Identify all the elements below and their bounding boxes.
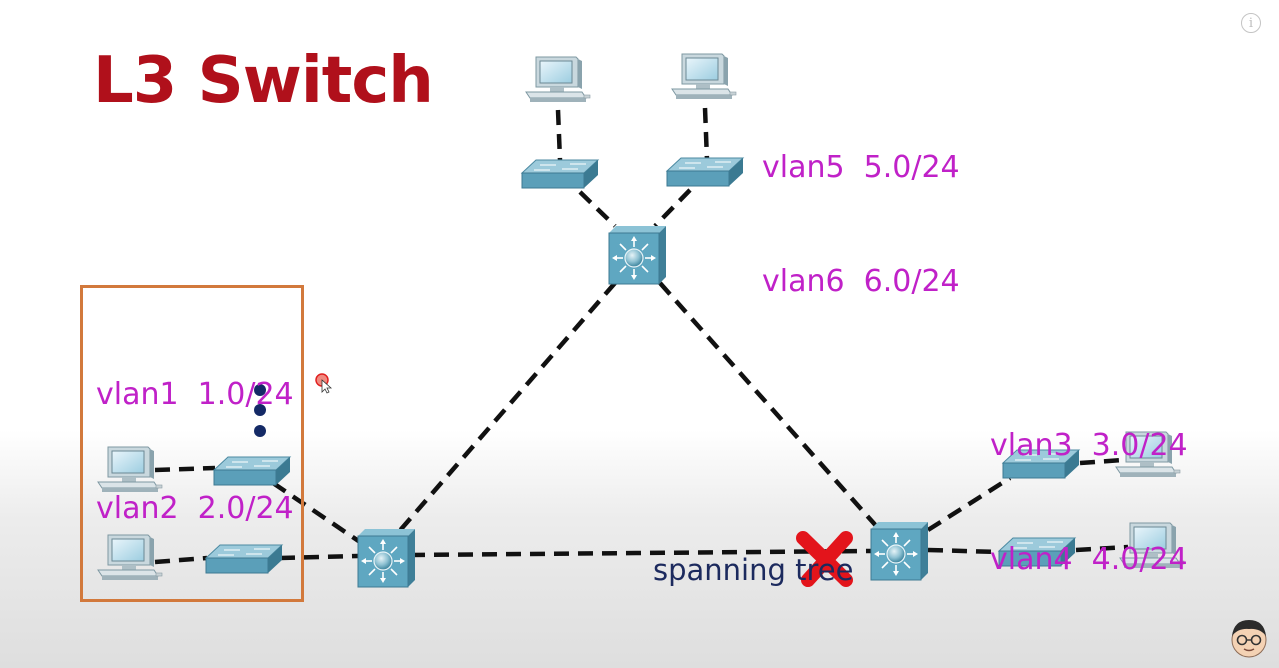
l3-switch-right-icon xyxy=(870,521,929,581)
pc-vlan6-icon xyxy=(671,53,737,100)
link-right-core-l2b xyxy=(927,547,1001,555)
link-top-l2-left-core xyxy=(578,190,617,228)
link-pc5-switch xyxy=(555,109,563,161)
spanning-tree-label: spanning tree xyxy=(653,553,854,587)
link-top-core-left-core xyxy=(394,281,617,537)
vlan-group-box xyxy=(80,285,304,602)
link-left-pc1 xyxy=(154,465,216,473)
link-top-l2-right-core xyxy=(653,188,692,228)
l2-switch-top-right-icon xyxy=(666,157,744,187)
l3-switch-left-icon xyxy=(357,528,416,588)
link-pc6-switch xyxy=(702,107,710,161)
network-links xyxy=(154,107,1129,565)
link-left-l2a-core xyxy=(271,481,362,544)
info-icon[interactable]: i xyxy=(1241,13,1261,33)
page-title: L3 Switch xyxy=(93,44,434,118)
link-right-pc3 xyxy=(1079,457,1124,466)
vlan-labels-left: vlan1 1.0/24 vlan2 2.0/24 xyxy=(96,300,294,566)
avatar-icon xyxy=(1231,620,1267,658)
vlan6-label: vlan6 6.0/24 xyxy=(762,264,960,299)
pc-vlan5-icon xyxy=(525,56,591,103)
vlan1-label: vlan1 1.0/24 xyxy=(96,377,294,412)
red-x-icon xyxy=(796,531,853,587)
vlan4-label: vlan4 4.0/24 xyxy=(990,542,1188,577)
vlan-labels-top: vlan5 5.0/24 vlan6 6.0/24 xyxy=(762,73,960,339)
more-devices-ellipsis xyxy=(254,384,266,437)
l3-switch-top-icon xyxy=(608,225,667,285)
link-left-l2b-core xyxy=(279,553,359,561)
l2-switch-top-left-icon xyxy=(521,159,599,189)
cursor-icon xyxy=(315,373,333,394)
link-right-core-l2a xyxy=(926,476,1012,532)
vlan3-label: vlan3 3.0/24 xyxy=(990,428,1188,463)
vlan2-label: vlan2 2.0/24 xyxy=(96,491,294,526)
vlan-labels-right: vlan3 3.0/24 vlan4 4.0/24 xyxy=(990,351,1188,617)
link-right-pc4 xyxy=(1075,544,1129,553)
link-left-core-right-core xyxy=(409,548,874,558)
vlan5-label: vlan5 5.0/24 xyxy=(762,150,960,185)
link-left-pc2 xyxy=(154,555,208,565)
link-top-core-right-core xyxy=(658,281,880,530)
